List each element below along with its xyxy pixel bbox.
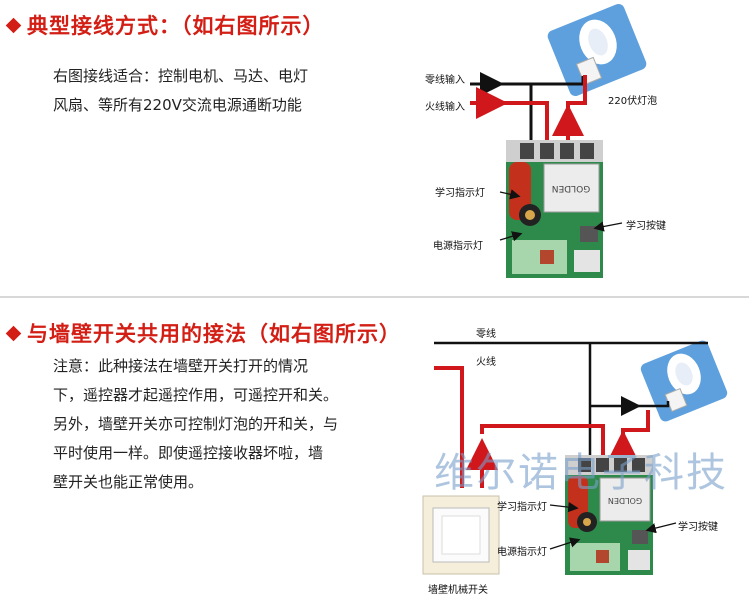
section2-line-1: 注意：此种接法在墙壁开关打开的情况 — [53, 357, 309, 375]
wall-switch-icon — [422, 495, 500, 575]
label-power-led-1: 电源指示灯 — [433, 241, 483, 252]
label-live-in: 火线输入 — [425, 102, 465, 113]
section2-text: 注意：此种接法在墙壁开关打开的情况 下，遥控器才起遥控作用，可遥控开和关。 另外… — [53, 352, 338, 497]
label-wall-switch: 墙壁机械开关 — [428, 585, 488, 596]
section2-line-4: 平时使用一样。即使遥控接收器坏啦，墙 — [53, 444, 324, 462]
section-divider — [0, 296, 749, 298]
label-learn-led-2: 学习指示灯 — [497, 502, 547, 513]
relay-label: GOLDEN — [552, 183, 590, 193]
section2-heading: 与墙壁开关共用的接法（如右图所示） — [2, 318, 401, 348]
section2-line-5: 壁开关也能正常使用。 — [53, 473, 204, 491]
label-learn-key-1: 学习按键 — [626, 221, 666, 232]
relay-label: GOLDEN — [608, 496, 642, 505]
label-learn-led-1: 学习指示灯 — [435, 188, 485, 199]
label-power-led-2: 电源指示灯 — [497, 547, 547, 558]
section1-line-2: 风扇、等所有220V交流电源通断功能 — [53, 96, 302, 114]
label-neutral: 零线 — [476, 329, 496, 340]
wiring-diagram-1: GOLDEN — [470, 4, 647, 278]
wiring-diagram-2: GOLDEN — [422, 340, 728, 575]
receiver-module-1: GOLDEN — [506, 140, 603, 278]
section1-text: 右图接线适合：控制电机、马达、电灯 风扇、等所有220V交流电源通断功能 — [53, 62, 308, 120]
receiver-module-2: GOLDEN — [565, 455, 653, 575]
label-learn-key-2: 学习按键 — [678, 522, 718, 533]
section2-line-3: 另外，墙壁开关亦可控制灯泡的开和关，与 — [53, 415, 339, 433]
bulb-icon — [640, 340, 728, 422]
label-bulb: 220伏灯泡 — [608, 96, 658, 107]
section1-line-1: 右图接线适合：控制电机、马达、电灯 — [53, 67, 309, 85]
watermark: 维尔诺电子科技 — [434, 450, 728, 496]
label-neutral-in: 零线输入 — [425, 75, 465, 86]
label-live: 火线 — [476, 357, 496, 368]
section2-line-2: 下，遥控器才起遥控作用，可遥控开和关。 — [53, 386, 339, 404]
section1-heading: 典型接线方式：（如右图所示） — [2, 10, 325, 40]
